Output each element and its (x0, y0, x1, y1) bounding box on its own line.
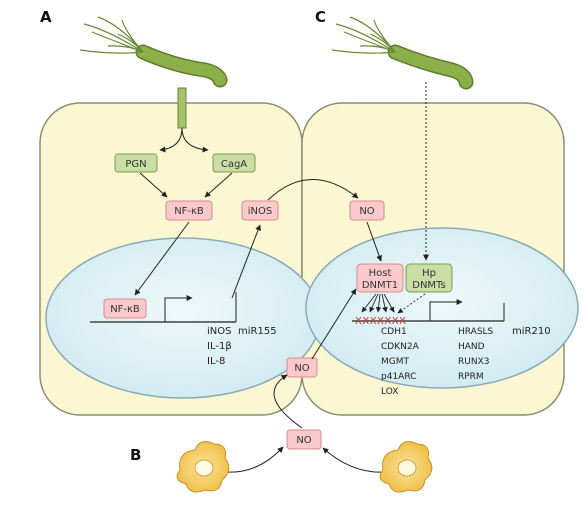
right-nucleus (305, 227, 579, 389)
no-macrophage-box (286, 429, 322, 450)
arrow-pgn-nfkb (139, 172, 168, 198)
left-nucleus (45, 237, 321, 399)
hp-dnmts-box (405, 263, 453, 293)
nfkb-nucleus-label: NF-κB (110, 304, 140, 315)
no-macrophage-label: NO (296, 435, 311, 446)
right-gene-col2-2: HAND (458, 342, 485, 352)
no-cytoplasm-label: NO (359, 206, 374, 217)
panel-label-a: A (40, 8, 52, 26)
pgn-label: PGN (125, 159, 146, 170)
host-dnmt1-line2: DNMT1 (362, 280, 398, 291)
dnmt-arrow-1 (361, 293, 377, 313)
right-gene-col1-4: p41ARC (381, 372, 416, 382)
nfkb-nucleus-box (103, 298, 147, 319)
left-mirna: miR155 (238, 326, 277, 337)
right-gene-col2-1: HRASLS (458, 327, 494, 337)
arrow-junction-no-dnmt1 (311, 288, 357, 360)
right-gene-col1-5: LOX (381, 387, 398, 397)
right-gene-col2-4: RPRM (458, 372, 484, 382)
host-dnmt1-line1: Host (369, 268, 392, 279)
caga-label: CagA (221, 159, 247, 170)
arrow-right-macrophage-no (322, 447, 386, 473)
panel-label-b: B (130, 446, 141, 464)
arrow-gene-inos (231, 224, 261, 299)
bacterium-right-icon (331, 16, 474, 90)
no-junction-label: NO (294, 363, 309, 374)
nfkb-cytoplasm-label: NF-κB (174, 206, 204, 217)
left-promoter-arrow (164, 295, 193, 322)
arrow-macrophage-no-junction (273, 374, 303, 429)
dnmt-arrow-2 (369, 293, 379, 313)
macrophage-right-icon (379, 441, 433, 493)
panel-label-c: C (315, 8, 326, 26)
right-mirna: miR210 (512, 326, 551, 337)
caga-box (212, 153, 256, 173)
right-promoter-arrow (429, 299, 463, 321)
arrow-nfkb-translocation (134, 221, 190, 296)
left-gene-3: IL-8 (207, 356, 225, 367)
right-gene-col1-2: CDKN2A (381, 342, 420, 352)
no-junction-box (286, 357, 318, 378)
arrow-no-dnmt1 (366, 221, 382, 262)
hp-dnmts-line2: DNMTs (412, 280, 445, 291)
dnmt-arrow-4 (381, 293, 388, 313)
nfkb-cytoplasm-box (165, 200, 213, 221)
macrophage-left-icon (176, 441, 230, 493)
left-gene-1: iNOS (207, 326, 231, 337)
hp-dnmts-line1: Hp (422, 268, 436, 279)
inos-protein-label: iNOS (248, 206, 272, 217)
arrow-to-caga (181, 127, 209, 153)
bacterium-left-icon (79, 16, 228, 88)
arrow-caga-nfkb (204, 172, 233, 198)
methylation-marks: XXXXXXX (355, 316, 406, 327)
pgn-box (114, 153, 158, 173)
arrow-left-macrophage-no (225, 446, 284, 473)
inos-protein-box (241, 200, 279, 221)
right-gene-col1-3: MGMT (381, 357, 410, 367)
dnmt-arrow-5 (383, 293, 395, 313)
no-cytoplasm-box (349, 200, 385, 221)
right-gene-col1-1: CDH1 (381, 327, 407, 337)
arrow-inos-no (267, 179, 359, 201)
hp-dnmt-dashed-arrow (397, 293, 426, 314)
left-gene-2: IL-1β (207, 341, 232, 352)
host-dnmt1-box (356, 263, 404, 293)
dnmt-arrow-3 (375, 293, 382, 313)
right-gene-col2-3: RUNX3 (458, 357, 489, 367)
injection-apparatus (177, 87, 187, 129)
